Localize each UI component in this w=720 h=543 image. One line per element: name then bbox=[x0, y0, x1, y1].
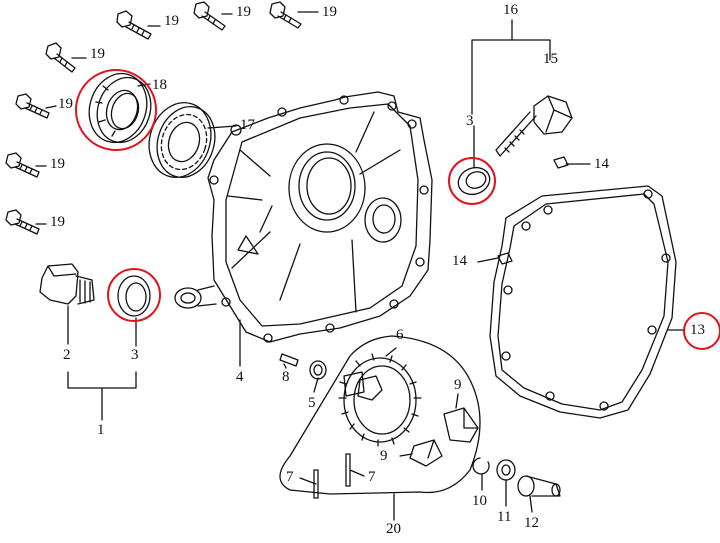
callout-19-top-3: 19 bbox=[322, 4, 337, 20]
callout-8: 8 bbox=[282, 369, 290, 385]
callout-3-right: 3 bbox=[466, 113, 474, 129]
pin-7-left bbox=[313, 469, 319, 499]
callout-13: 13 bbox=[690, 322, 705, 338]
bolt-19-left-4 bbox=[5, 209, 40, 235]
bolt-19-left-3 bbox=[5, 152, 40, 178]
callout-19-left-4: 19 bbox=[50, 214, 65, 230]
callout-3-left: 3 bbox=[131, 347, 139, 363]
callout-9-upper: 9 bbox=[454, 377, 462, 393]
callout-16: 16 bbox=[503, 2, 518, 18]
callout-19-left-2: 19 bbox=[58, 96, 73, 112]
bearing-18 bbox=[88, 72, 152, 144]
governor-gear-6 bbox=[338, 353, 422, 447]
callout-10: 10 bbox=[472, 493, 487, 509]
callout-5: 5 bbox=[308, 395, 316, 411]
pin-7-right bbox=[345, 453, 351, 487]
callout-19-top-2: 19 bbox=[236, 4, 251, 20]
callout-19-top-1: 19 bbox=[164, 13, 179, 29]
washer-11 bbox=[496, 459, 516, 481]
callout-2: 2 bbox=[63, 347, 71, 363]
highlight-circles bbox=[75, 69, 720, 350]
callout-9-lower: 9 bbox=[380, 448, 388, 464]
washer-5 bbox=[309, 360, 327, 380]
callout-15: 15 bbox=[543, 51, 558, 67]
callout-7-left: 7 bbox=[286, 469, 294, 485]
callout-7-right: 7 bbox=[368, 469, 376, 485]
callout-14-lower: 14 bbox=[452, 253, 467, 269]
callout-19-left-1: 19 bbox=[90, 46, 105, 62]
crankcase-cover-4 bbox=[174, 91, 433, 343]
governor-weight-9-upper bbox=[443, 407, 479, 443]
highlight-circle-seal-3-right bbox=[448, 157, 496, 205]
callout-20: 20 bbox=[386, 521, 401, 537]
clip-10 bbox=[472, 457, 490, 475]
bearing-17 bbox=[148, 102, 216, 178]
dowel-pin-14-upper bbox=[553, 156, 569, 169]
drain-plug-2 bbox=[39, 263, 95, 305]
highlight-circle-callout-13 bbox=[683, 312, 720, 350]
callout-4: 4 bbox=[236, 369, 244, 385]
bolt-19-top-3 bbox=[269, 1, 302, 29]
callout-19-left-3: 19 bbox=[50, 156, 65, 172]
oil-filler-cap-15 bbox=[495, 95, 573, 157]
bolt-19-left-1 bbox=[45, 42, 76, 73]
subassembly-20-outline bbox=[279, 335, 481, 495]
callout-17: 17 bbox=[240, 117, 255, 133]
oil-seal-3-left bbox=[117, 275, 151, 317]
callout-1: 1 bbox=[97, 422, 105, 438]
leader-lines bbox=[35, 11, 685, 521]
bolt-19-top-1 bbox=[116, 10, 152, 40]
oil-seal-3-right bbox=[457, 166, 491, 196]
callout-11: 11 bbox=[497, 509, 512, 525]
highlight-circle-bearing-18 bbox=[75, 69, 157, 151]
holder-12 bbox=[517, 475, 561, 497]
governor-weight-9-lower bbox=[409, 439, 443, 467]
dowel-pin-14-lower bbox=[497, 252, 513, 265]
callout-18: 18 bbox=[152, 77, 167, 93]
pin-8 bbox=[279, 353, 299, 367]
callout-6: 6 bbox=[396, 327, 404, 343]
highlight-circle-seal-3-left bbox=[107, 268, 161, 322]
bolt-19-left-2 bbox=[15, 93, 50, 119]
callout-14-upper: 14 bbox=[594, 156, 609, 172]
bolt-19-top-2 bbox=[193, 1, 226, 31]
gasket-13 bbox=[489, 185, 677, 419]
callout-12: 12 bbox=[524, 515, 539, 531]
